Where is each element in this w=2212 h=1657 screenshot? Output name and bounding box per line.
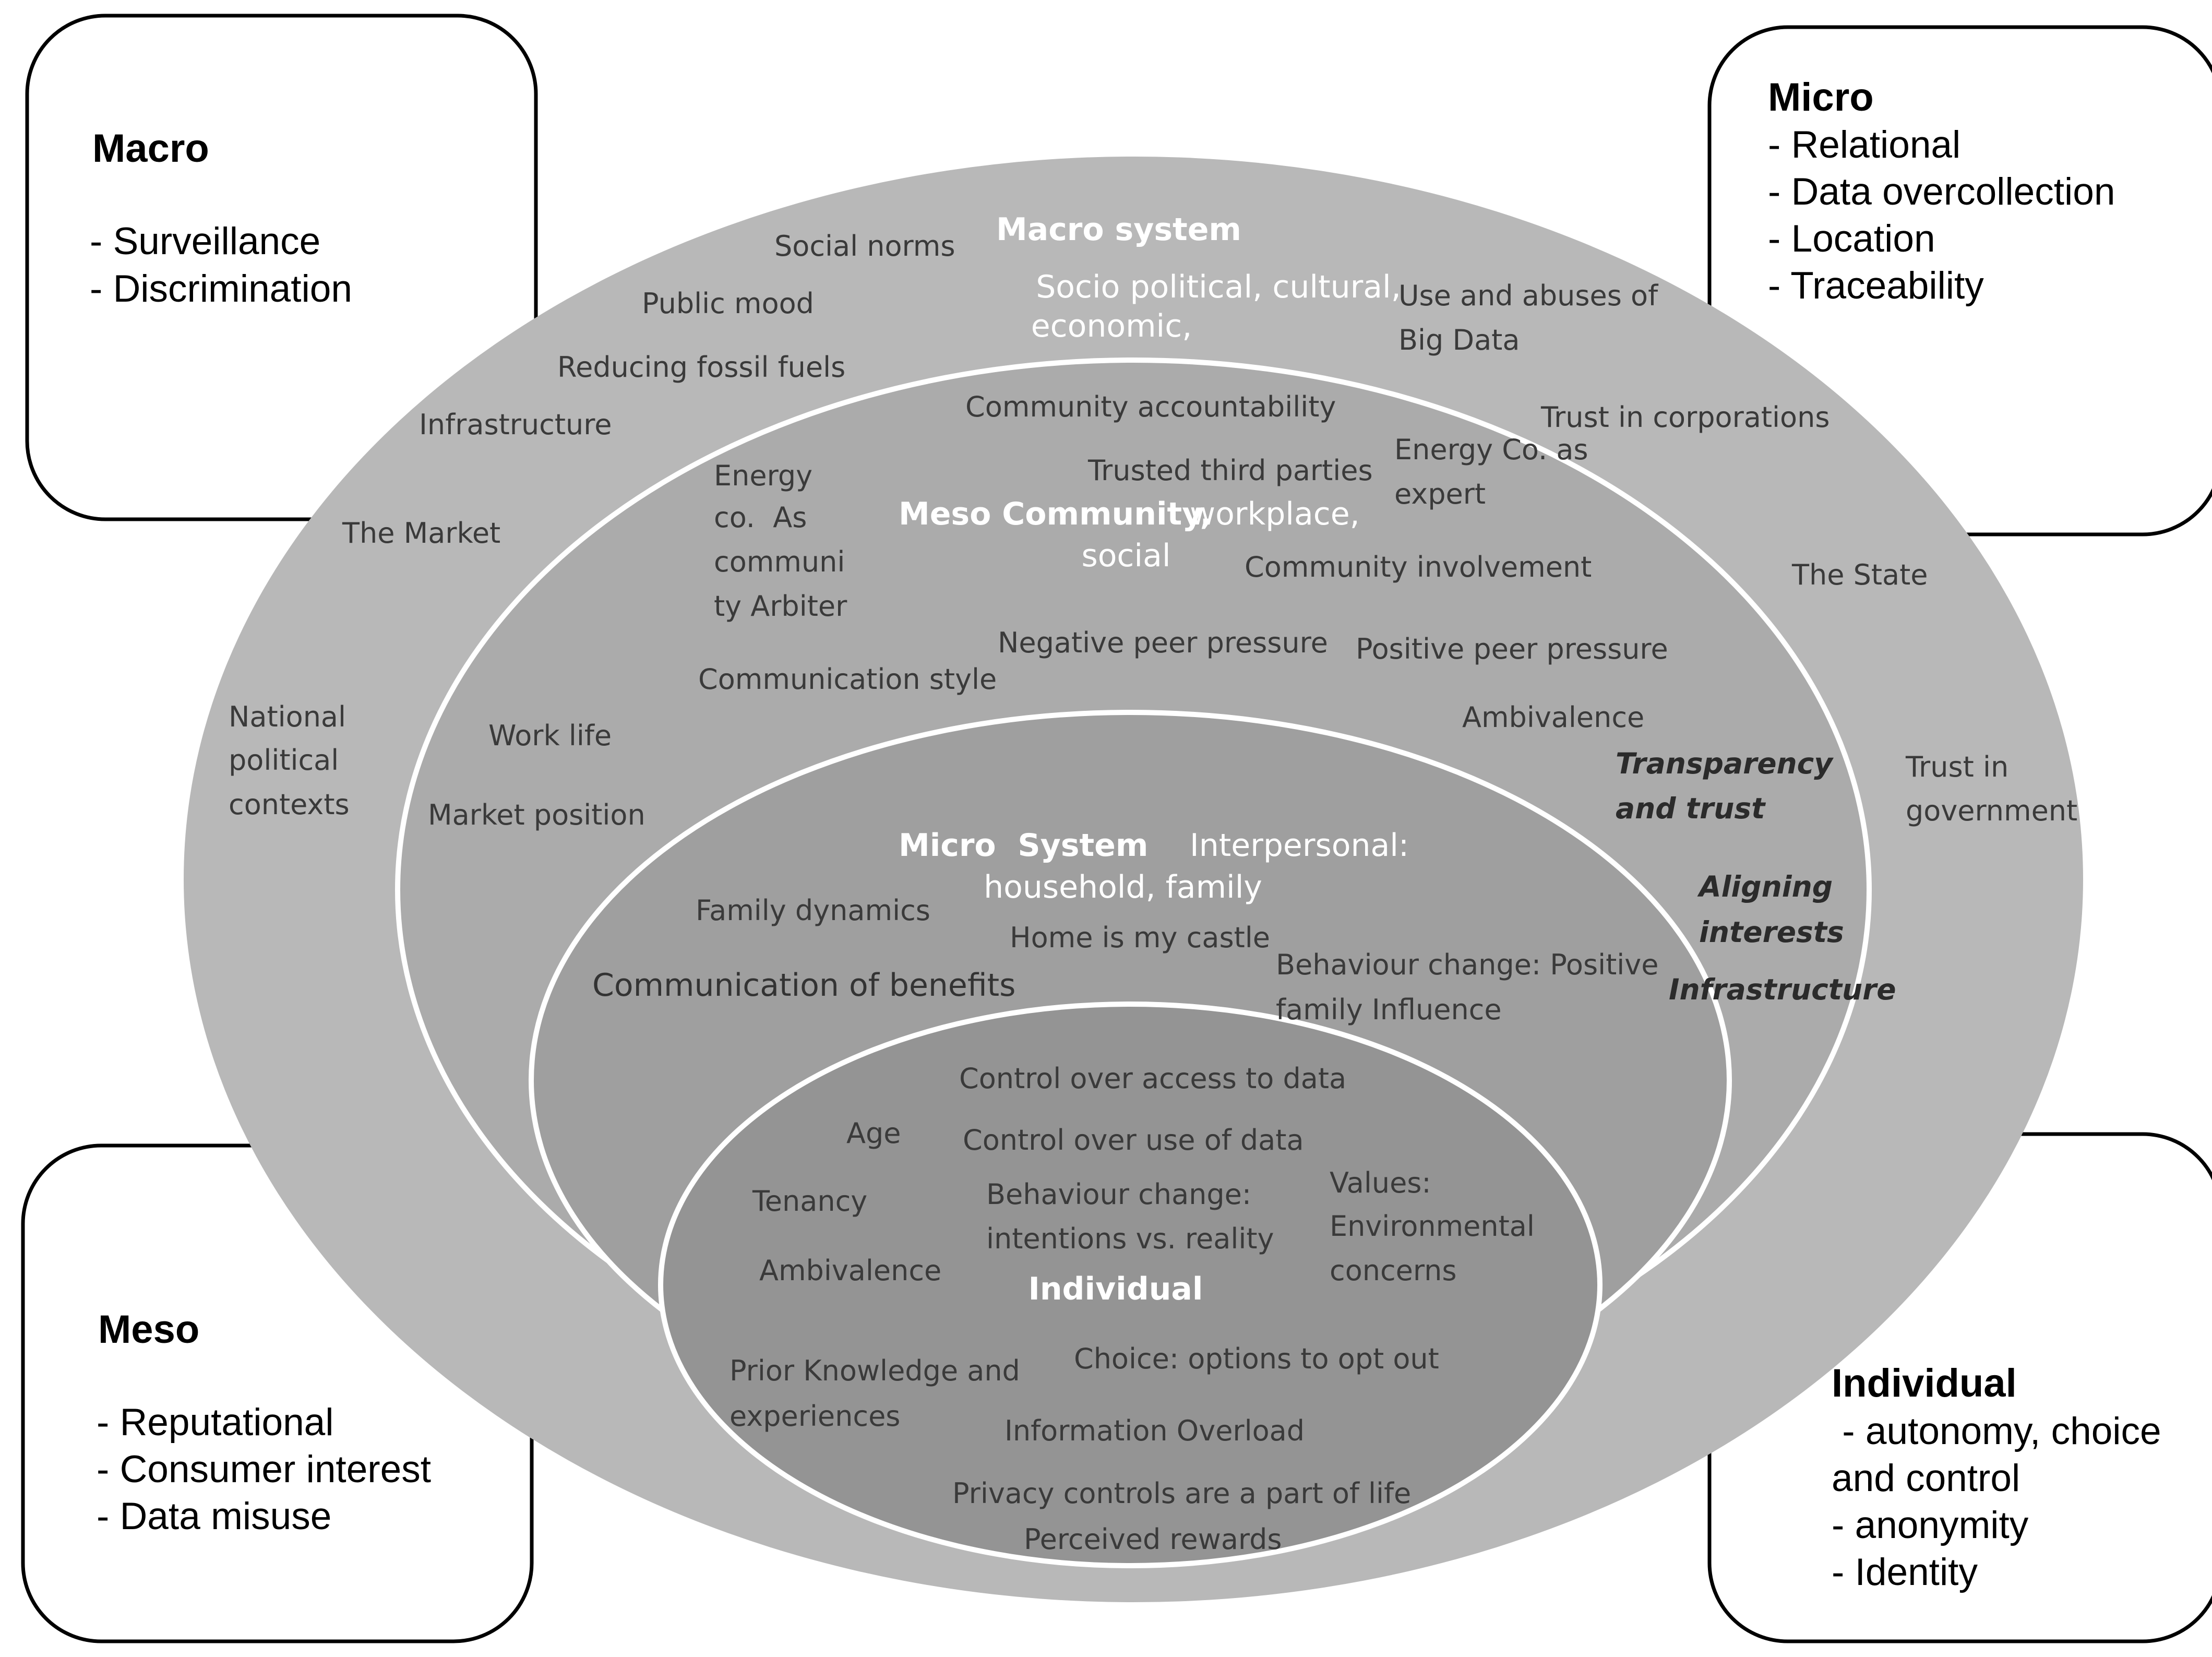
label-values-environmental: Environmental — [1330, 1210, 1535, 1243]
label-behaviour-change-intentions: intentions vs. reality — [986, 1222, 1274, 1255]
macro-system-subtitle: economic, — [1031, 308, 1192, 344]
label-public-mood: Public mood — [642, 287, 814, 320]
label-transparency-and-trust: Transparency — [1616, 747, 1834, 780]
label-home-is-my-castle: Home is my castle — [1010, 921, 1270, 954]
macro-system-title: Macro system — [996, 211, 1241, 248]
label-national-political-contexts: political — [229, 744, 339, 777]
micro-box-item: - Data overcollection — [1768, 171, 2115, 213]
label-energy-co-arbiter: co. As — [714, 501, 807, 534]
label-social-norms: Social norms — [774, 230, 955, 263]
macro-box — [25, 14, 538, 521]
micro-box-title: Micro — [1768, 75, 1874, 120]
label-national-political-contexts: contexts — [229, 788, 350, 821]
label-tenancy: Tenancy — [752, 1185, 867, 1218]
label-energy-co-arbiter: communi — [714, 545, 845, 578]
label-privacy-controls: Privacy controls are a part of life — [952, 1477, 1411, 1510]
macro-box-title: Macro — [92, 126, 209, 171]
label-energy-co-expert: expert — [1394, 478, 1486, 510]
macro-system-subtitle: Socio political, cultural, — [1036, 269, 1401, 305]
label-aligning-interests: interests — [1699, 915, 1844, 949]
label-use-and-abuses-big-data: Use and abuses of — [1398, 279, 1659, 312]
label-transparency-and-trust: and trust — [1616, 792, 1766, 825]
label-control-use-data: Control over use of data — [963, 1124, 1304, 1157]
macro-box-item: - Discrimination — [90, 268, 352, 310]
label-infrastructure: Infrastructure — [419, 408, 612, 441]
label-energy-co-arbiter: ty Arbiter — [714, 590, 847, 623]
label-values-environmental: concerns — [1330, 1254, 1456, 1287]
meso-system-subtitle: social — [1081, 538, 1170, 574]
macro-box-item: - Surveillance — [90, 220, 320, 263]
label-behaviour-change-positive: Behaviour change: Positive — [1276, 948, 1658, 981]
label-trust-in-corporations: Trust in corporations — [1540, 401, 1830, 434]
label-community-accountability: Community accountability — [965, 390, 1336, 423]
label-information-overload: Information Overload — [1005, 1414, 1305, 1447]
label-family-dynamics: Family dynamics — [696, 894, 930, 927]
label-behaviour-change-positive: family Influence — [1276, 993, 1502, 1026]
label-community-involvement: Community involvement — [1245, 551, 1592, 583]
meso-system-subtitle: workplace, — [1190, 496, 1360, 532]
meso-system-title: Meso Community, — [899, 496, 1212, 532]
micro-system-subtitle: household, family — [984, 869, 1262, 905]
individual-system-title: Individual — [1029, 1271, 1203, 1307]
label-aligning-interests: Aligning — [1697, 870, 1833, 903]
label-ambivalence-meso: Ambivalence — [1462, 701, 1644, 734]
label-communication-of-benefits: Communication of benefits — [592, 967, 1015, 1004]
label-prior-knowledge: experiences — [730, 1400, 900, 1433]
individual-box-item: - autonomy, choice — [1832, 1410, 2161, 1452]
label-positive-peer-pressure: Positive peer pressure — [1356, 633, 1668, 665]
individual-box-item: - anonymity — [1832, 1504, 2029, 1546]
label-ambivalence-individual: Ambivalence — [759, 1254, 941, 1287]
label-national-political-contexts: National — [229, 700, 346, 733]
label-infrastructure-italic: Infrastructure — [1669, 973, 1896, 1006]
label-work-life: Work life — [488, 719, 612, 752]
label-values-environmental: Values: — [1330, 1166, 1431, 1199]
label-market-position: Market position — [428, 798, 645, 831]
individual-box-title: Individual — [1832, 1361, 2017, 1405]
micro-box-item: - Location — [1768, 218, 1935, 260]
label-behaviour-change-intentions: Behaviour change: — [986, 1178, 1251, 1211]
label-trust-in-government: Trust in — [1905, 750, 2008, 783]
label-communication-style: Communication style — [698, 663, 997, 696]
label-control-access-data: Control over access to data — [959, 1062, 1346, 1095]
label-the-market: The Market — [342, 517, 500, 550]
label-prior-knowledge: Prior Knowledge and — [730, 1354, 1020, 1387]
individual-system-ellipse — [658, 1002, 1603, 1568]
label-energy-co-arbiter: Energy — [714, 459, 812, 492]
label-age: Age — [846, 1117, 901, 1150]
individual-box-item: and control — [1832, 1457, 2020, 1499]
meso-box-item: - Reputational — [97, 1401, 334, 1444]
label-negative-peer-pressure: Negative peer pressure — [998, 626, 1328, 659]
label-trusted-third-parties: Trusted third parties — [1087, 454, 1373, 487]
label-the-state: The State — [1791, 558, 1928, 591]
meso-box-item: - Data misuse — [97, 1495, 331, 1537]
individual-box-item: - Identity — [1832, 1551, 1978, 1593]
label-perceived-rewards: Perceived rewards — [1024, 1523, 1282, 1556]
meso-box-item: - Consumer interest — [97, 1448, 431, 1491]
label-energy-co-expert: Energy Co. as — [1394, 433, 1588, 466]
micro-system-title: Micro System — [899, 827, 1148, 864]
label-choice-opt-out: Choice: options to opt out — [1074, 1342, 1439, 1375]
label-use-and-abuses-big-data: Big Data — [1398, 324, 1520, 356]
label-trust-in-government: government — [1906, 794, 2077, 827]
label-reducing-fossil-fuels: Reducing fossil fuels — [557, 351, 845, 384]
meso-box-title: Meso — [98, 1307, 199, 1352]
micro-box-item: - Relational — [1768, 124, 1960, 166]
micro-box-item: - Traceability — [1768, 265, 1984, 307]
micro-system-subtitle: Interpersonal: — [1190, 827, 1409, 864]
